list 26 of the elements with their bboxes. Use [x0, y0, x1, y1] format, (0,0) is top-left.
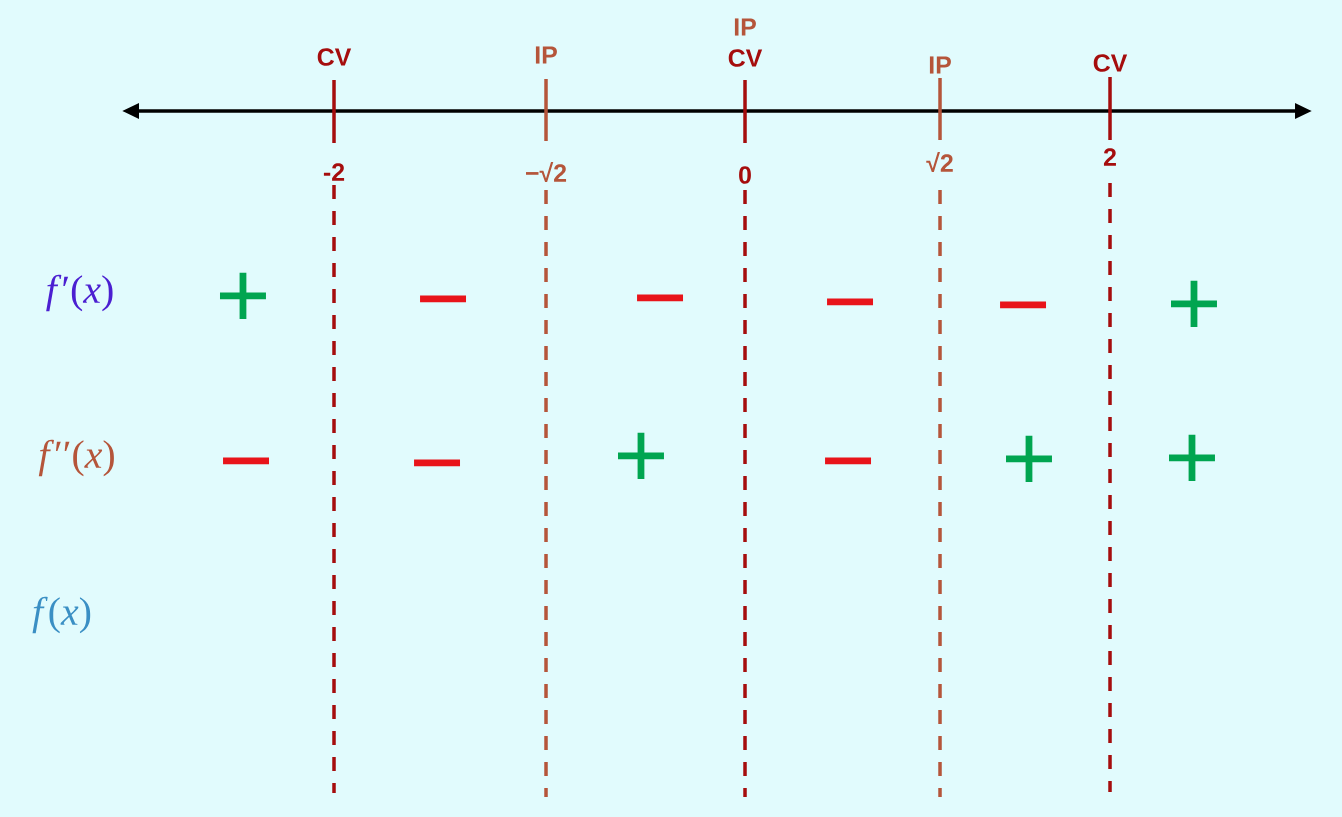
point-label: CV [728, 49, 763, 67]
sign-symbol: − [637, 294, 683, 302]
sign-symbol: − [827, 298, 873, 306]
sign-symbol: + [1171, 280, 1217, 328]
tick-label: √2 [926, 152, 953, 172]
sign-symbol: + [220, 272, 266, 320]
row-label: f′(x) [46, 274, 113, 312]
sign-symbol: − [1000, 301, 1046, 309]
row-label: f(x) [32, 596, 91, 634]
point-label: IP [535, 46, 557, 64]
point-label: CV [317, 48, 352, 66]
sign-symbol: − [414, 459, 460, 467]
sign-symbol: − [223, 457, 269, 465]
tick-label: 0 [739, 166, 751, 184]
sign-symbol: + [1006, 435, 1052, 483]
sign-symbol: + [1169, 434, 1215, 482]
point-label: IP [929, 56, 951, 74]
point-label: IP [734, 18, 756, 36]
sign-symbol: − [420, 295, 466, 303]
sign-symbol: + [618, 432, 664, 480]
sign-symbol: − [825, 457, 871, 465]
row-label: f′′(x) [38, 439, 114, 477]
tick-label: 2 [1103, 148, 1116, 166]
point-label: CV [1093, 54, 1128, 72]
tick-label: -2 [323, 163, 345, 181]
tick-label: −√2 [526, 162, 567, 182]
